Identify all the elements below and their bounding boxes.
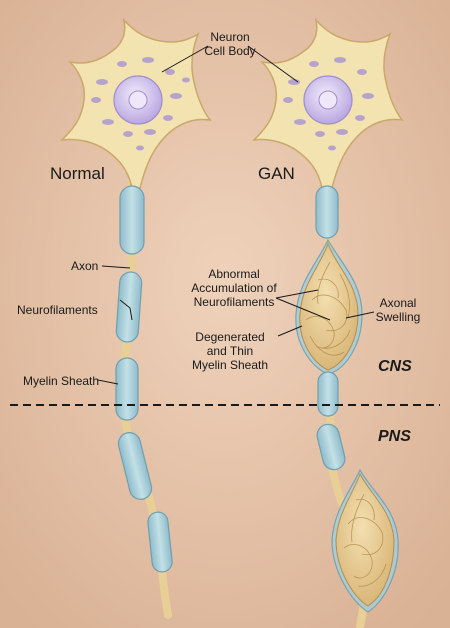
abnormal-label-line3: Neurofilaments [193,295,275,309]
degenerated-label-line3: Myelin Sheath [191,358,269,372]
normal-title: Normal [50,164,105,183]
normal-nucleolus [128,90,148,110]
leader-lines [97,45,375,385]
gan-myelin-segment [315,185,339,239]
normal-myelin-segments [115,185,173,573]
myelin-sheath-label: Myelin Sheath [23,374,100,388]
normal-nissl-bodies [91,57,190,151]
degenerated-myelin-label: Degenerated and Thin Myelin Sheath [180,330,280,372]
neurofilaments-label: Neurofilaments [17,303,98,317]
abnormal-label-line2: Accumulation of [191,281,277,295]
gan-axonal-swelling-cns [299,242,359,371]
gan-nucleolus [318,90,338,110]
abnormal-label-line1: Abnormal [208,267,260,281]
normal-neuron [59,17,212,619]
cns-label: CNS [378,358,412,375]
swelling-label-line1: Axonal [379,296,417,310]
degenerated-label-line1: Degenerated [195,330,265,344]
gan-axonal-swelling-pns [335,472,395,607]
cell-body-label-line1: Neuron [210,30,250,44]
gan-neuron [251,17,404,628]
axon-label: Axon [71,259,99,273]
gan-filament-tangle-pns [343,493,387,587]
swelling-label-line2: Swelling [375,310,421,324]
gan-nissl-bodies [283,57,374,151]
axonal-swelling-label: Axonal Swelling [368,296,428,324]
cell-body-label-line2: Cell Body [204,44,256,58]
degenerated-label-line2: and Thin [206,344,254,358]
abnormal-accumulation-label: Abnormal Accumulation of Neurofilaments [184,267,284,309]
pns-label: PNS [378,428,411,445]
gan-title: GAN [258,164,295,183]
gan-filament-tangle-cns [305,261,351,356]
gan-myelin-segment-3 [316,423,346,471]
cell-body-label: Neuron Cell Body [200,30,260,58]
gan-myelin-segment-2 [317,371,339,417]
